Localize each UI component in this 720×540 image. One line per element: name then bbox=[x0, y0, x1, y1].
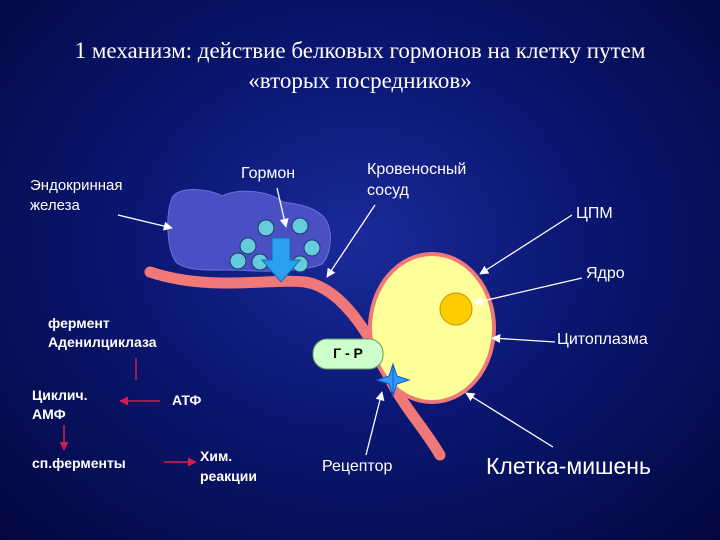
label-receptor: Рецептор bbox=[322, 458, 393, 475]
label-hormone: Гормон bbox=[241, 165, 296, 182]
secretion-arrow bbox=[260, 237, 302, 283]
receptor-star bbox=[375, 362, 411, 398]
label-cytoplasm: Цитоплазма bbox=[557, 331, 648, 348]
hormone-molecule bbox=[257, 219, 275, 237]
label-chemical-reactions: Хим. реакции bbox=[200, 448, 257, 484]
target-cell bbox=[368, 252, 496, 404]
slide-title: 1 механизм: действие белковых гормонов н… bbox=[74, 38, 646, 93]
label-nucleus: Ядро bbox=[586, 265, 625, 282]
label-camp: Циклич. АМФ bbox=[32, 387, 88, 422]
nucleus-pointer bbox=[473, 277, 583, 306]
label-blood-vessel: Кровеносный сосуд bbox=[367, 161, 467, 199]
cascade-arrows bbox=[59, 358, 197, 467]
hormone-molecule bbox=[239, 237, 257, 255]
gp-protein-box bbox=[312, 338, 384, 370]
pointer-lines bbox=[117, 187, 583, 456]
hormone-molecule bbox=[229, 252, 247, 270]
label-enzymes: сп.ферменты bbox=[32, 455, 126, 471]
nucleus bbox=[439, 292, 473, 326]
hormone-molecules bbox=[229, 217, 321, 273]
label-atp: АТФ bbox=[172, 392, 202, 408]
hormone-pointer bbox=[276, 187, 289, 228]
target-cell-pointer bbox=[465, 392, 554, 448]
hormone-molecule bbox=[303, 239, 321, 257]
cpm-pointer bbox=[479, 214, 573, 275]
label-cpm: ЦПМ bbox=[576, 205, 613, 222]
cytoplasm-pointer bbox=[491, 333, 556, 344]
label-endocrine-gland: Эндокринная железа bbox=[30, 177, 123, 214]
label-target-cell: Клетка-мишень bbox=[486, 453, 651, 479]
gland-pointer bbox=[117, 214, 173, 231]
label-g-p: Г - Р bbox=[333, 345, 363, 361]
label-enzyme-adenylate-cyclase: фермент Аденилциклаза bbox=[48, 315, 157, 350]
receptor-pointer bbox=[365, 391, 385, 456]
blood-vessel bbox=[144, 266, 446, 461]
vessel-pointer bbox=[326, 204, 376, 278]
hormone-molecule bbox=[291, 217, 309, 235]
